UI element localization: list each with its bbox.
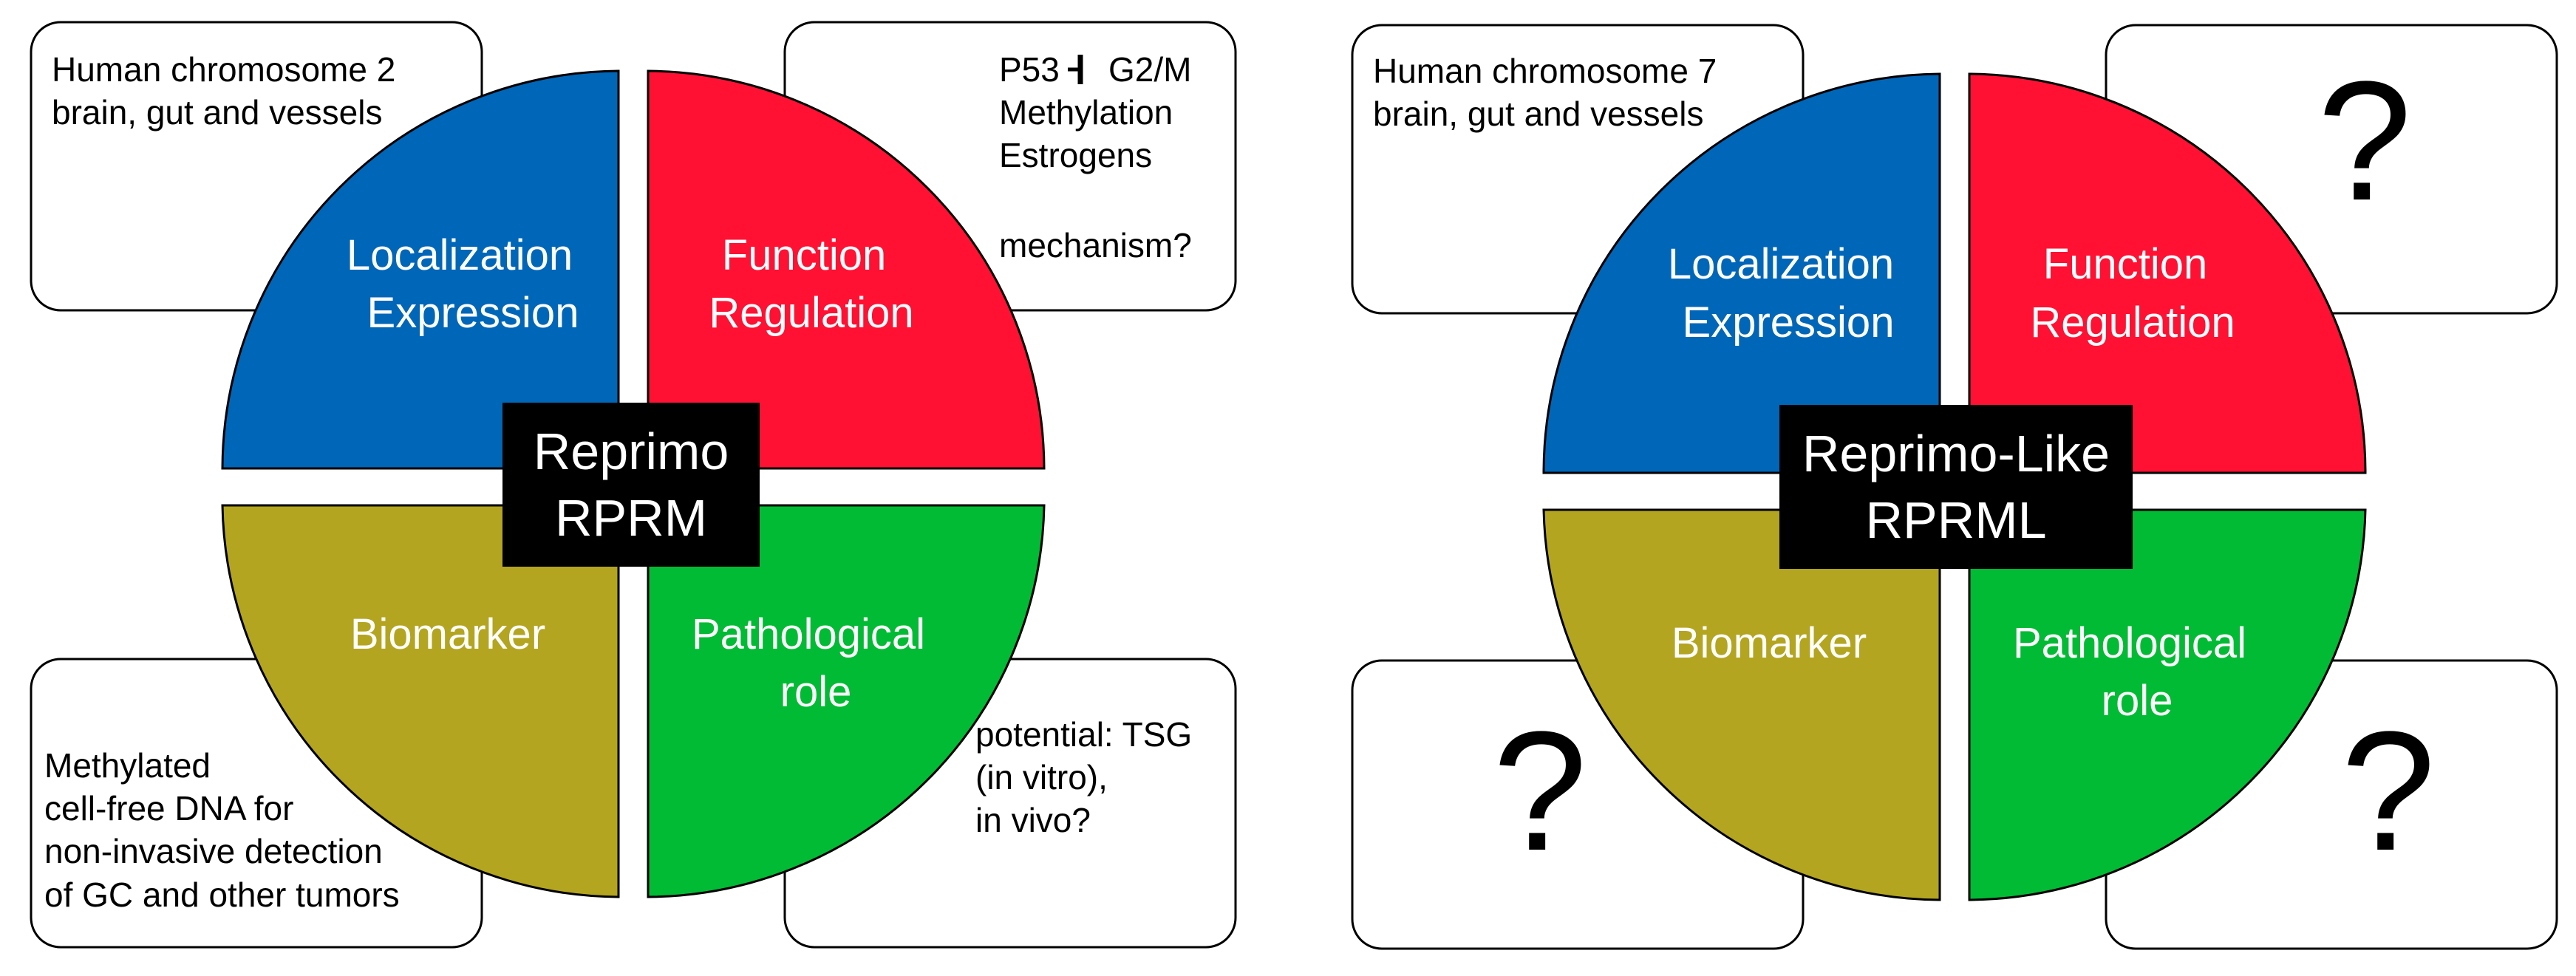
right-biomarker-label: Biomarker — [1672, 619, 1867, 667]
left-function-label-1: Function — [722, 231, 886, 279]
right-box-top-left-line-2: brain, gut and vessels — [1373, 95, 1704, 133]
left-box-bottom-left-line-3: non-invasive detection — [44, 832, 383, 870]
right-function-label-1: Function — [2043, 240, 2207, 288]
right-box-bottom-left-question: ? — [1493, 696, 1587, 886]
inhibition-icon — [1068, 55, 1083, 84]
right-center-subtitle: RPRML — [1865, 491, 2046, 549]
left-center-box — [502, 403, 760, 567]
left-pathological-label-2: role — [780, 668, 852, 716]
right-box-bottom-right-question: ? — [2341, 696, 2436, 886]
left-quadrant-localization — [221, 69, 620, 470]
right-quadrant-biomarker — [1542, 508, 1941, 901]
left-box-top-right-line-2: Methylation — [999, 93, 1173, 132]
left-box-top-right-p53: P53 — [999, 50, 1060, 89]
right-localization-label-2: Expression — [1683, 298, 1895, 347]
left-center-title: Reprimo — [534, 423, 729, 480]
left-box-top-right-line-4: mechanism? — [999, 226, 1192, 265]
left-box-bottom-right-line-1: potential: TSG — [975, 715, 1192, 754]
right-localization-label-1: Localization — [1668, 240, 1894, 288]
left-box-top-right-line-3: Estrogens — [999, 136, 1152, 174]
left-localization-label-1: Localization — [347, 231, 573, 279]
left-box-bottom-right-line-2: (in vitro), — [975, 758, 1108, 796]
left-box-bottom-left-line-2: cell-free DNA for — [44, 789, 293, 827]
left-pathological-label-1: Pathological — [692, 610, 925, 658]
right-quadrant-localization — [1542, 72, 1941, 474]
right-diagram-rprml: Localization Expression Function Regulat… — [1351, 24, 2558, 950]
left-box-bottom-right-line-3: in vivo? — [975, 801, 1091, 839]
left-localization-label-2: Expression — [367, 289, 579, 337]
left-box-top-left-line-1: Human chromosome 2 — [52, 50, 395, 89]
right-pathological-label-1: Pathological — [2013, 619, 2246, 667]
left-biomarker-label: Biomarker — [350, 610, 545, 658]
left-center-subtitle: RPRM — [555, 489, 707, 547]
right-quadrant-pathological — [1968, 508, 2367, 901]
left-box-top-left-line-2: brain, gut and vessels — [52, 93, 383, 132]
left-quadrant-biomarker — [221, 504, 620, 898]
left-box-top-right-g2m: G2/M — [1108, 50, 1191, 89]
left-diagram-rprm: Localization Expression Function Regulat… — [30, 21, 1237, 949]
left-function-label-2: Regulation — [709, 289, 913, 337]
right-center-box — [1779, 405, 2133, 569]
left-box-bottom-left-line-1: Methylated — [44, 746, 211, 785]
left-box-bottom-left-line-4: of GC and other tumors — [44, 876, 400, 914]
right-quadrant-function — [1968, 72, 2367, 474]
right-box-top-left-line-1: Human chromosome 7 — [1373, 52, 1717, 90]
left-quadrant-pathological — [647, 504, 1046, 898]
right-box-top-right-question: ? — [2317, 46, 2412, 236]
right-center-title: Reprimo-Like — [1802, 425, 2110, 482]
left-quadrant-function — [647, 69, 1046, 470]
right-pathological-label-2: role — [2102, 677, 2173, 725]
right-function-label-2: Regulation — [2030, 298, 2235, 347]
